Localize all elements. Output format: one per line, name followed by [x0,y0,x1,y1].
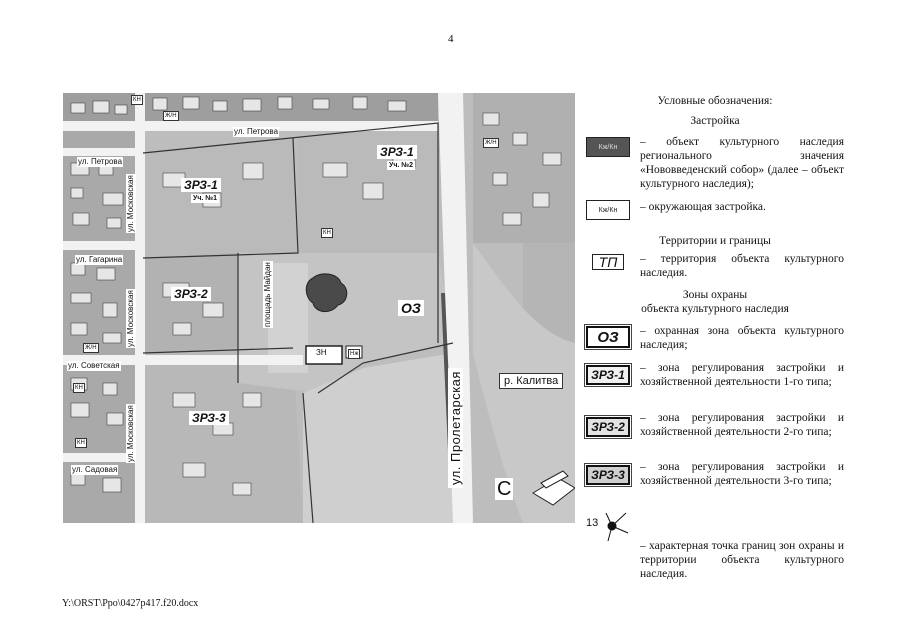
legend-item-zrz3: ЗРЗ-3 – зона регулирования застройки и х… [584,460,846,504]
boundary-point-icon [605,512,629,541]
street-label-square: площадь Майдан [263,261,273,328]
legend-symbol-zrz2: ЗРЗ-2 [584,415,632,439]
legend-symbol-zrz3: ЗРЗ-3 [584,463,632,487]
legend-title: Условные обозначения: [657,95,773,107]
page-number: 4 [448,33,454,45]
legend-item-point: 13 – характерная точка границ зон охраны… [586,511,846,580]
legend-item-zrz1: ЗРЗ-1 – зона регулирования застройки и х… [584,361,846,405]
street-label-moskovskaya-top: ул. Московская [126,174,136,233]
legend-item-territory: ТП – территория объекта культурного насл… [586,252,846,282]
map[interactable]: ул. Петрова ул. Петрова ул. Московская у… [63,93,575,523]
building-code-kn: КН [321,228,333,238]
heritage-object-shape [305,273,348,312]
legend-text-territory: – территория объекта культурного наследи… [640,253,844,279]
legend-text-zrz2: – зона регулирования застройки и хозяйст… [640,412,844,438]
building-code-kn: КН [131,95,143,105]
zone-sublabel-zrz1-left: Уч. №1 [191,194,220,203]
zone-zrz3-area [143,348,303,523]
zone-label-zrz3: ЗРЗ-3 [189,411,229,425]
street-label-moskovskaya-bot: ул. Московская [126,404,136,463]
building-code-zhn: Ж/Н [483,138,499,148]
legend-item-zrz2: ЗРЗ-2 – зона регулирования застройки и х… [584,411,846,455]
legend-text-point: – характерная точка границ зон охраны и … [640,540,844,580]
street-label-petrova-top: ул. Петрова [233,127,280,137]
legend-text-heritage: – объект культурного наследия региональн… [640,136,844,190]
legend-item-oz: ОЗ – охранная зона объекта культурного н… [584,324,846,354]
zone-label-zrz1-right: ЗРЗ-1 [377,145,417,159]
footer-file-path: Y:\ORST\Ppo\0427p417.f20.docx [62,598,199,609]
legend-item-heritage-object: Кж/Кн – объект культурного наследия реги… [586,135,846,195]
legend-symbol-oz: ОЗ [584,324,632,350]
building-code-zn: ЗН [316,348,327,357]
zone-label-zrz2: ЗРЗ-2 [171,287,211,301]
legend-section-buildings: Застройка [690,115,740,127]
building-code-zhn: Ж/Н [83,343,99,353]
street-label-sovetskaya: ул. Советская [67,361,121,371]
street-label-gagarina: ул. Гагарина [75,255,124,265]
zone-zrz2-area [143,253,238,353]
building-code-kn: КН [75,438,87,448]
legend-symbol-point: 13 [586,511,630,541]
legend-section-zones-line2: объекта культурного наследия [641,303,789,315]
street-label-moskovskaya-mid: ул. Московская [126,289,136,348]
legend-section-territories: Территории и границы [659,235,771,247]
building-code-nezh: Нж [348,349,361,359]
legend-symbol-surrounding: Кж/Кн [586,200,630,220]
road-proletarskaya [438,93,473,523]
river-label: р. Калитва [499,373,564,389]
street-label-petrova-left: ул. Петрова [77,157,124,167]
legend-section-zones-line1: Зоны охраны [682,289,748,301]
building-code-zhn: Ж/Н [163,111,179,121]
legend-symbol-zrz1: ЗРЗ-1 [584,363,632,387]
legend-point-number: 13 [586,517,599,529]
building-code-kn: КН [73,383,85,393]
street-label-proletarskaya: ул. Пролетарская [448,368,463,488]
legend-text-zrz3: – зона регулирования застройки и хозяйст… [640,461,844,487]
compass-north: С [495,478,514,500]
zn-building [305,345,343,365]
legend-text-surrounding: – окружающая застройка. [640,201,766,213]
legend-symbol-heritage: Кж/Кн [586,137,630,157]
zone-label-zrz1-left: ЗРЗ-1 [181,178,221,192]
legend-symbol-territory: ТП [586,252,630,272]
legend-text-oz: – охранная зона объекта культурного насл… [640,325,844,351]
zone-sublabel-zrz1-right: Уч. №2 [387,161,416,170]
legend-text-zrz1: – зона регулирования застройки и хозяйст… [640,362,844,388]
zone-label-oz: ОЗ [398,300,424,316]
legend-item-surrounding: Кж/Кн – окружающая застройка. [586,200,846,224]
street-label-sadovaya: ул. Садовая [71,465,119,475]
map-graphics [63,93,575,523]
